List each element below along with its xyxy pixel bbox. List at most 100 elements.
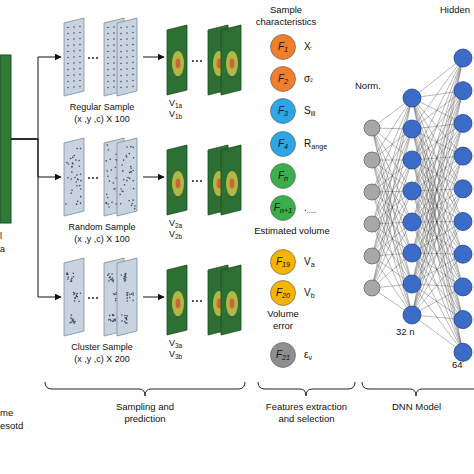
sample-dot: [67, 33, 69, 35]
ellipsis-dot: [200, 300, 202, 302]
sample-dot: [132, 80, 134, 82]
feature-circle-shape: [271, 67, 296, 92]
feature-circle-shape: [271, 281, 296, 306]
sample-dot: [130, 146, 132, 148]
sample-dot: [79, 62, 81, 64]
prediction-core: [230, 299, 235, 309]
subscript: 3a: [175, 342, 182, 349]
sample-dot: [73, 155, 75, 157]
sample-dot: [111, 201, 113, 203]
sample-dot: [80, 148, 82, 150]
sample-dot: [106, 144, 108, 146]
sample-dot: [113, 74, 115, 76]
sample-dot: [71, 166, 73, 168]
flow-arrow: [143, 177, 164, 178]
sample-dot: [107, 81, 109, 83]
subscript: .....: [307, 206, 317, 215]
sample-dot: [78, 160, 80, 162]
sample-dot: [132, 292, 134, 294]
feature-circle: F4Range: [270, 131, 296, 157]
sample-dot: [126, 180, 128, 182]
sample-dot: [120, 87, 122, 89]
sample-dot: [67, 45, 69, 47]
feature-id: F3: [270, 105, 296, 118]
sample-dot: [126, 32, 128, 34]
network-link: [372, 224, 412, 315]
sample-dot: [113, 56, 115, 58]
subscript: 1: [284, 45, 288, 54]
feature-circle: F3Sill: [270, 98, 296, 124]
sample-dot: [79, 68, 81, 70]
sample-dot: [132, 86, 134, 88]
feature-id: F21: [270, 349, 296, 362]
sample-dot: [67, 87, 69, 89]
sample-dot: [114, 318, 116, 320]
prediction-blob: [226, 51, 238, 76]
sample-dot: [120, 188, 122, 190]
sample-dot: [120, 33, 122, 35]
sample-dot: [67, 63, 69, 65]
sample-dot: [73, 26, 75, 28]
sample-dot: [79, 32, 81, 34]
sample-dot: [71, 190, 73, 192]
sample-dot: [113, 32, 115, 34]
hidden-neuron: [454, 278, 472, 296]
node-shape: [62, 138, 142, 216]
sample-dot: [72, 157, 74, 159]
sample-dot: [67, 69, 69, 71]
sample-dot: [79, 38, 81, 40]
sample-dot: [132, 199, 134, 201]
feature-circle: Fn: [270, 163, 296, 189]
sample-dot: [125, 155, 127, 157]
sample-dot: [73, 32, 75, 34]
sample-dot: [113, 62, 115, 64]
sample-dot: [126, 315, 128, 317]
sample-dot: [132, 147, 134, 149]
network-link: [412, 58, 463, 222]
sample-dot: [71, 278, 73, 280]
subscript: b: [311, 291, 315, 300]
node-shape: [62, 18, 142, 96]
sample-dot: [73, 56, 75, 58]
sample-dot: [124, 184, 126, 186]
flow-arrow: [11, 139, 61, 177]
sample-dot: [132, 300, 134, 302]
network-link: [412, 222, 463, 316]
feature-circle: F1X̄: [270, 34, 296, 60]
ellipsis-dot: [96, 297, 98, 299]
sample-dot: [79, 80, 81, 82]
sample-dot: [108, 149, 110, 151]
sample-panel: [64, 18, 84, 96]
sample-dot: [126, 319, 128, 321]
feature-name: Va: [304, 256, 354, 269]
sample-dot: [132, 50, 134, 52]
sample-dot: [113, 86, 115, 88]
sample-dot: [74, 297, 76, 299]
sample-stack: Regular Sample(x ,y ,c) X 100: [62, 18, 142, 96]
sample-dot: [74, 300, 76, 302]
sample-dot: [67, 177, 69, 179]
sample-dot: [112, 279, 114, 281]
sample-dot: [120, 75, 122, 77]
sample-dot: [132, 26, 134, 28]
input-neuron: [364, 184, 380, 200]
ellipsis-dot: [92, 177, 94, 179]
sample-dot: [122, 170, 124, 172]
sample-dot: [79, 26, 81, 28]
sample-dot: [109, 319, 111, 321]
sample-dot: [126, 292, 128, 294]
sample-dot: [107, 51, 109, 53]
hidden-neuron: [454, 82, 472, 100]
sample-dot: [132, 38, 134, 40]
sample-dot: [110, 279, 112, 281]
sample-dot: [73, 74, 75, 76]
sample-dot: [109, 315, 111, 317]
sample-dot: [76, 174, 78, 176]
hidden-neuron: [454, 49, 472, 67]
sample-dot: [67, 57, 69, 59]
sample-dot: [113, 50, 115, 52]
feature-circle-shape: [271, 132, 296, 157]
subscript: 21: [282, 353, 290, 362]
flow-arrow: [11, 139, 61, 297]
node-label: (x ,y ,c) X 100: [48, 114, 156, 125]
